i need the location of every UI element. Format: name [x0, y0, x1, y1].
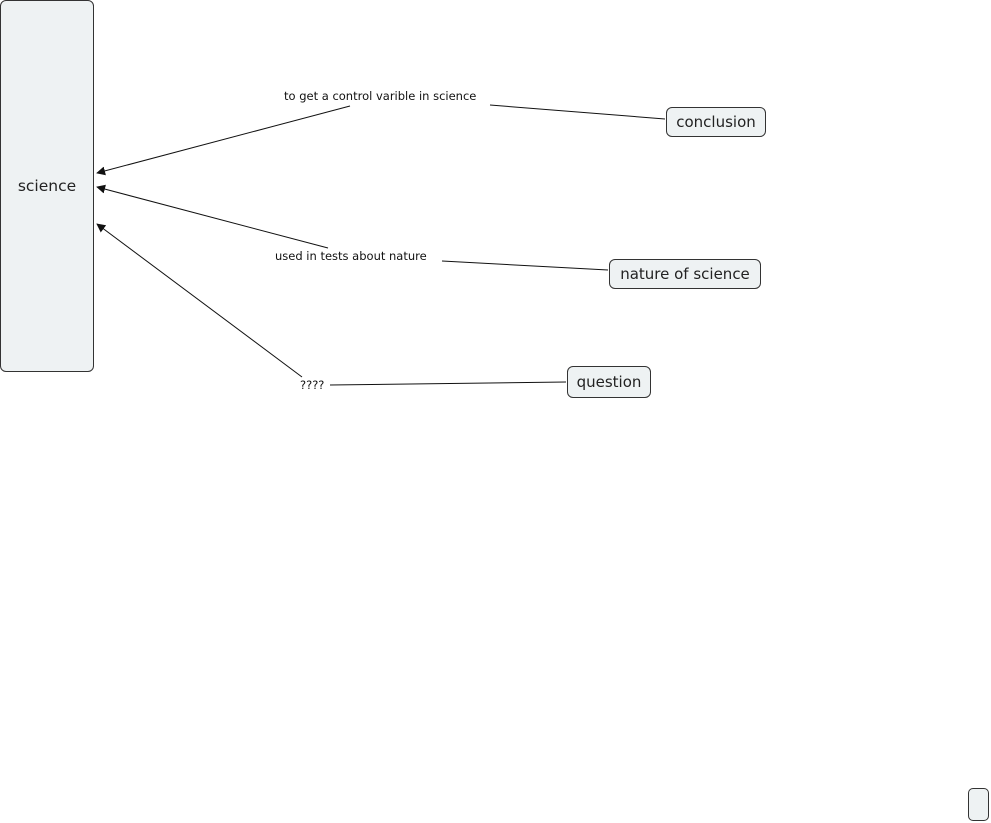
concept-nature-of-science-label: nature of science [620, 265, 750, 283]
link-question-to-label [329, 381, 567, 386]
link-conclusion-to-label [489, 104, 666, 120]
linking-phrase-control-variable[interactable]: to get a control varible in science [282, 89, 479, 103]
link-label-to-science-2 [96, 184, 329, 249]
concept-science[interactable]: science [0, 0, 94, 372]
linking-phrase-tests-about-nature[interactable]: used in tests about nature [273, 249, 429, 263]
concept-conclusion-label: conclusion [676, 113, 756, 131]
concept-conclusion[interactable]: conclusion [666, 107, 766, 137]
link-label-to-science-3 [96, 223, 303, 378]
link-label-to-science-1 [96, 105, 351, 176]
link-nature-to-label [441, 260, 609, 271]
concept-question-label: question [576, 373, 642, 391]
concept-nature-of-science[interactable]: nature of science [609, 259, 761, 289]
concept-empty[interactable] [968, 788, 989, 821]
concept-question[interactable]: question [567, 366, 651, 398]
linking-phrase-question-marks[interactable]: ???? [298, 378, 327, 392]
concept-science-label: science [17, 177, 77, 195]
